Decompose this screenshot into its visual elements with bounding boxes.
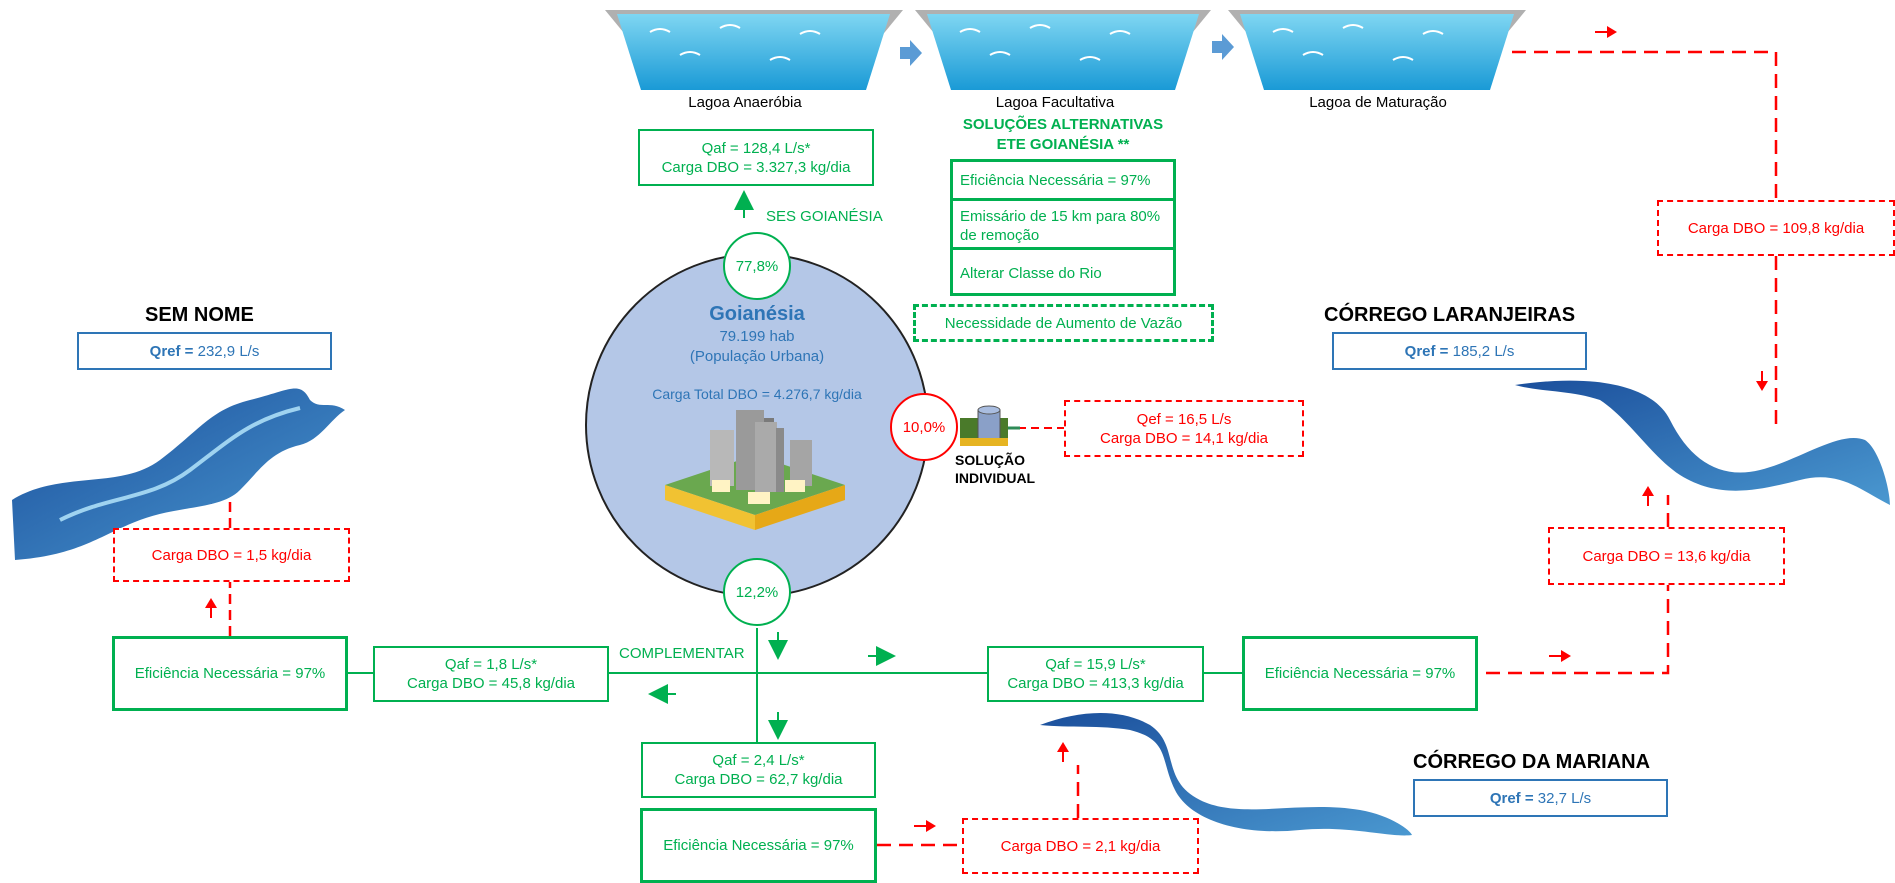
septic-tank-icon bbox=[960, 405, 1008, 446]
individual-flow: Qef = 16,5 L/s bbox=[1136, 410, 1232, 428]
efficiency-value: Eficiência Necessária = 97% bbox=[1264, 665, 1456, 682]
alternatives-title-2: ETE GOIANÉSIA ** bbox=[996, 136, 1130, 153]
city-total-load: Carga Total DBO = 4.276,7 kg/dia bbox=[652, 386, 862, 402]
laranjeiras-load-box: Carga DBO = 13,6 kg/dia bbox=[1548, 527, 1785, 585]
mariana-efficiency-box: Eficiência Necessária = 97% bbox=[640, 808, 877, 883]
individual-label-1: SOLUÇÃO bbox=[955, 452, 1025, 468]
complementar-left-box: Qaf = 1,8 L/s* Carga DBO = 45,8 kg/dia bbox=[373, 646, 609, 702]
river-sem-nome-highlight bbox=[59, 406, 301, 522]
pond-flow-arrow-icon bbox=[900, 40, 922, 66]
qref-value: 32,7 L/s bbox=[1537, 789, 1592, 807]
pond-anaerobia-label: Lagoa Anaeróbia bbox=[688, 94, 802, 111]
maturacao-load-box: Carga DBO = 109,8 kg/dia bbox=[1657, 200, 1895, 256]
efficiency-value: Eficiência Necessária = 97% bbox=[134, 665, 326, 682]
comp-load: Carga DBO = 62,7 kg/dia bbox=[674, 771, 843, 788]
load-value: Carga DBO = 109,8 kg/dia bbox=[1687, 219, 1865, 237]
city-population-note: (População Urbana) bbox=[689, 348, 825, 365]
river-sem-nome-icon bbox=[12, 388, 345, 560]
complementar-bottom-box: Qaf = 2,4 L/s* Carga DBO = 62,7 kg/dia bbox=[641, 742, 876, 798]
city-name: Goianésia bbox=[709, 303, 805, 325]
ses-flow: Qaf = 128,4 L/s* bbox=[701, 139, 811, 157]
flow-increase-box: Necessidade de Aumento de Vazão bbox=[913, 304, 1214, 342]
maturacao-discharge-line bbox=[1512, 50, 1778, 200]
comp-load: Carga DBO = 413,3 kg/dia bbox=[1007, 675, 1184, 692]
ses-load: Carga DBO = 3.327,3 kg/dia bbox=[661, 158, 851, 176]
pond-maturacao-icon bbox=[1228, 10, 1526, 90]
ses-share-circle: 77,8% bbox=[723, 232, 791, 300]
city-population: 79.199 hab bbox=[719, 328, 795, 345]
pond-maturacao-label: Lagoa de Maturação bbox=[1309, 94, 1447, 111]
qref-label: Qref = bbox=[149, 342, 194, 360]
comp-flow: Qaf = 2,4 L/s* bbox=[712, 752, 805, 769]
qref-value: 232,9 L/s bbox=[197, 342, 260, 360]
flow-increase-label: Necessidade de Aumento de Vazão bbox=[944, 314, 1183, 332]
qref-value: 185,2 L/s bbox=[1452, 342, 1515, 360]
alternative-item: Emissário de 15 km para 80% de remoção bbox=[950, 204, 1176, 250]
pond-facultativa-icon bbox=[915, 10, 1211, 90]
pond-anaerobia-icon bbox=[605, 10, 903, 90]
load-value: Carga DBO = 13,6 kg/dia bbox=[1582, 547, 1751, 565]
alternatives-title-1: SOLUÇÕES ALTERNATIVAS bbox=[962, 116, 1164, 133]
river-laranjeiras-title: CÓRREGO LARANJEIRAS bbox=[1324, 304, 1576, 326]
ses-flow-box: Qaf = 128,4 L/s* Carga DBO = 3.327,3 kg/… bbox=[638, 129, 874, 186]
qref-label: Qref = bbox=[1489, 789, 1534, 807]
laranjeiras-qref-box: Qref = 185,2 L/s bbox=[1332, 332, 1587, 370]
mariana-load-box: Carga DBO = 2,1 kg/dia bbox=[962, 818, 1199, 874]
sem-nome-load-box: Carga DBO = 1,5 kg/dia bbox=[113, 528, 350, 582]
load-value: Carga DBO = 1,5 kg/dia bbox=[151, 546, 312, 564]
city-buildings-icon bbox=[665, 410, 845, 530]
complementar-share-circle: 12,2% bbox=[723, 558, 791, 626]
comp-load: Carga DBO = 45,8 kg/dia bbox=[406, 675, 575, 692]
comp-flow: Qaf = 15,9 L/s* bbox=[1045, 656, 1146, 673]
river-laranjeiras-icon bbox=[1515, 380, 1890, 505]
river-mariana-title: CÓRREGO DA MARIANA bbox=[1413, 751, 1651, 773]
individual-box: Qef = 16,5 L/s Carga DBO = 14,1 kg/dia bbox=[1064, 400, 1304, 457]
sem-nome-qref-box: Qref = 232,9 L/s bbox=[77, 332, 332, 370]
river-sem-nome-title: SEM NOME bbox=[145, 304, 254, 326]
complementar-right-box: Qaf = 15,9 L/s* Carga DBO = 413,3 kg/dia bbox=[987, 646, 1204, 702]
individual-share-circle: 10,0% bbox=[890, 393, 958, 461]
comp-flow: Qaf = 1,8 L/s* bbox=[444, 656, 538, 673]
alternative-item: Alterar Classe do Rio bbox=[960, 264, 1102, 282]
load-value: Carga DBO = 2,1 kg/dia bbox=[1000, 837, 1161, 855]
pond-flow-arrow-icon bbox=[1212, 34, 1234, 60]
qref-label: Qref = bbox=[1404, 342, 1449, 360]
efficiency-value: Eficiência Necessária = 97% bbox=[663, 837, 854, 854]
laranjeiras-discharge-line bbox=[1486, 585, 1670, 675]
individual-load: Carga DBO = 14,1 kg/dia bbox=[1099, 429, 1268, 447]
ses-label: SES GOIANÉSIA bbox=[766, 208, 883, 225]
alternative-item: Eficiência Necessária = 97% bbox=[950, 162, 1176, 201]
pond-facultativa-label: Lagoa Facultativa bbox=[995, 94, 1115, 111]
river-mariana-icon bbox=[1040, 712, 1412, 836]
sem-nome-efficiency-box: Eficiência Necessária = 97% bbox=[112, 636, 348, 711]
complementar-label: COMPLEMENTAR bbox=[619, 645, 745, 662]
alternatives-table bbox=[950, 159, 1176, 296]
mariana-qref-box: Qref = 32,7 L/s bbox=[1413, 779, 1668, 817]
individual-label-2: INDIVIDUAL bbox=[955, 470, 1036, 486]
laranjeiras-efficiency-box: Eficiência Necessária = 97% bbox=[1242, 636, 1478, 711]
